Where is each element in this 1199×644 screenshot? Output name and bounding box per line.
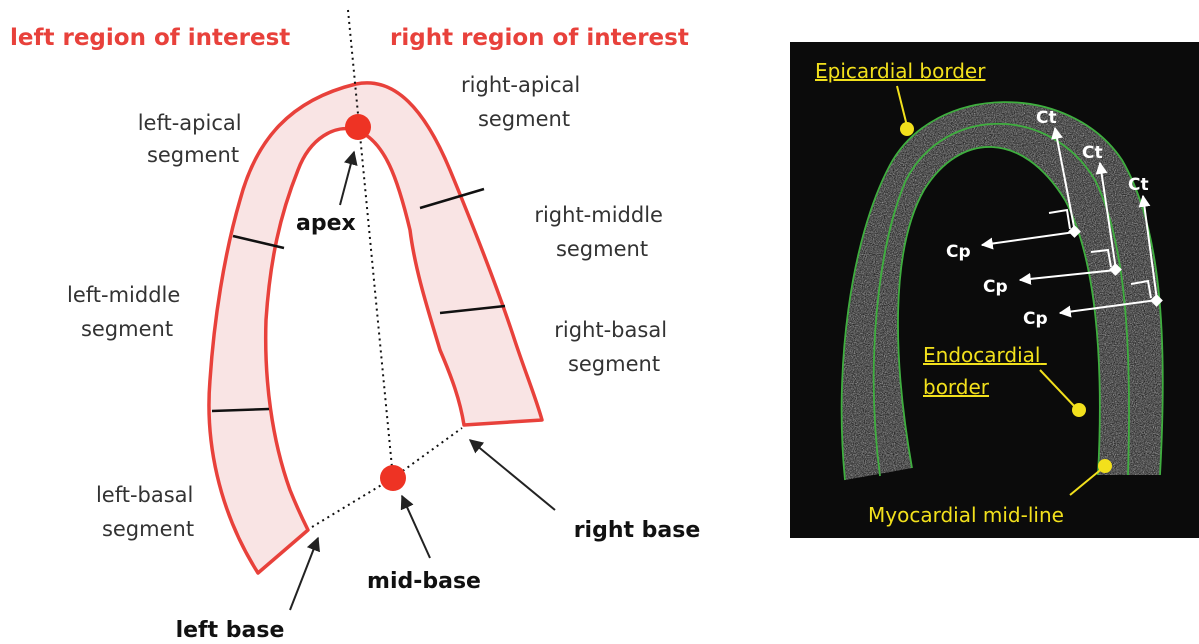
endocardial-pointer-dot-icon — [1072, 403, 1086, 417]
left-region-title: left region of interest — [10, 25, 290, 51]
label-mid-base: mid-base — [367, 569, 481, 594]
epicardial-border-label: Epicardial border — [815, 59, 986, 83]
ultrasound-panel: Ct Ct Ct Cp Cp Cp Epicardial border Endo… — [790, 42, 1199, 538]
label-right-apical: right-apical segment — [461, 73, 587, 131]
epicardial-pointer-dot-icon — [900, 122, 914, 136]
label-right-base: right base — [574, 518, 701, 543]
left-base-arrow-icon — [290, 538, 318, 610]
label-left-basal: left-basal segment — [96, 483, 200, 541]
ct-label-3: Ct — [1128, 175, 1149, 195]
label-apex: apex — [296, 211, 356, 236]
apex-arrow-icon — [340, 152, 354, 205]
left-schematic: left region of interest right region of … — [10, 10, 700, 643]
myocardium-band — [209, 83, 542, 573]
cp-label-2: Cp — [983, 277, 1008, 297]
apex-marker-icon — [345, 114, 371, 140]
label-left-base: left base — [176, 618, 285, 643]
mid-base-marker-icon — [380, 465, 406, 491]
label-left-apical: left-apical segment — [138, 111, 249, 167]
cp-label-1: Cp — [946, 242, 971, 262]
label-right-basal: right-basal segment — [554, 318, 673, 376]
right-base-arrow-icon — [470, 440, 555, 510]
label-left-middle: left-middle segment — [67, 283, 187, 341]
cp-label-3: Cp — [1023, 309, 1048, 329]
right-region-title: right region of interest — [390, 25, 689, 51]
base-line-left — [312, 478, 393, 527]
ct-label-2: Ct — [1082, 143, 1103, 163]
label-right-middle: right-middle segment — [534, 203, 669, 261]
myocardial-midline-label: Myocardial mid-line — [868, 503, 1064, 527]
midline-pointer-dot-icon — [1098, 459, 1112, 473]
region-divider-line — [348, 10, 393, 478]
ct-label-1: Ct — [1036, 108, 1057, 128]
mid-base-arrow-icon — [402, 496, 430, 558]
